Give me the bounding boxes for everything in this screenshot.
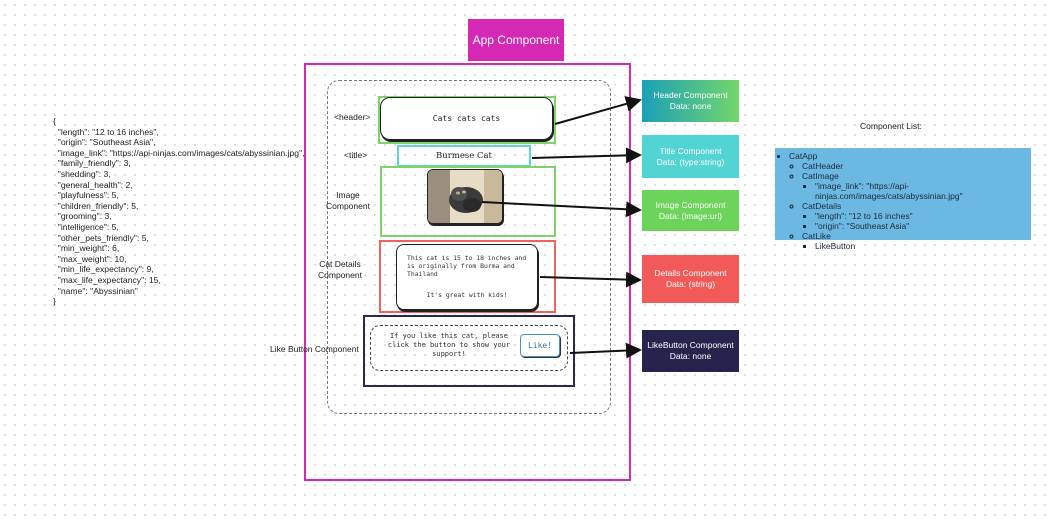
json-line: "children_friendly": 5, [53, 200, 139, 211]
arrow-header [554, 96, 642, 125]
cat-photo-illustration [428, 170, 502, 223]
header-component-name: Header Component [653, 90, 728, 100]
json-line: "grooming": 3, [53, 211, 112, 222]
list-item-origin: "origin": "Southeast Asia" [815, 221, 1031, 231]
title-component-data: Data: (type:string) [656, 156, 725, 167]
json-line: "name": "Abyssinian" [53, 285, 138, 296]
title-component-name: Title Component [659, 145, 722, 156]
header-component-card: Header Component Data: none [642, 80, 739, 122]
like-dashed-area [370, 325, 568, 371]
list-item-likebutton: LikeButton [815, 241, 1031, 251]
details-kids-text: It's great with kids! [426, 291, 508, 299]
json-line: "length": "12 to 16 inches", [53, 126, 159, 137]
likebutton-component-data: Data: none [669, 351, 712, 361]
list-item-length: "length": "12 to 16 inches" [815, 211, 1031, 221]
details-component-name: Details Component [654, 268, 727, 278]
list-item-image-link: "image_link": "https://api-ninjas.com/im… [815, 181, 1031, 201]
json-line: "origin": "Southeast Asia", [53, 137, 156, 148]
arrow-details [539, 271, 642, 288]
image-component-data: Data: (image:url) [658, 210, 723, 221]
details-component-card: Details Component Data: (string) [642, 255, 739, 303]
like-prompt-text: If you like this cat, please click the b… [387, 332, 511, 358]
image-component-label: Image Component [326, 190, 370, 211]
component-list-panel: CatApp CatHeader CatImage "image_link": … [775, 148, 1031, 251]
cat-photo [427, 169, 503, 224]
like-region [363, 315, 575, 387]
image-region [380, 166, 556, 237]
cat-details-component-label: Cat Details Component [318, 259, 362, 280]
json-line: "max_weight": 10, [53, 253, 127, 264]
title-tag-label: <title> [344, 150, 368, 160]
json-line: "intelligence": 5, [53, 221, 119, 232]
arrow-title [531, 147, 642, 164]
json-line: "general_health": 2, [53, 179, 133, 190]
json-line: { [53, 116, 56, 126]
like-button[interactable]: Like! [520, 334, 560, 357]
json-line: "other_pets_friendly": 5, [53, 232, 149, 243]
image-component-name: Image Component [655, 199, 726, 210]
app-component-title: App Component [468, 19, 564, 61]
header-component-data: Data: none [669, 101, 712, 111]
header-mock: Cats cats cats [380, 97, 553, 140]
details-text: This cat is 15 to 18 inches and is origi… [407, 254, 527, 278]
json-line: } [53, 296, 56, 307]
json-line: "min_life_expectancy": 9, [53, 264, 154, 275]
list-item-catheader: CatHeader [802, 161, 1031, 171]
details-mock: This cat is 15 to 18 inches and is origi… [396, 244, 538, 310]
json-sample: { "length": "12 to 16 inches", "origin":… [53, 116, 305, 307]
component-list-title: Component List: [860, 121, 922, 131]
list-item-catlike: CatLike LikeButton [802, 231, 1031, 251]
header-tag-label: <header> [334, 112, 371, 122]
json-line: "image_link": "https://api-ninjas.com/im… [53, 147, 305, 158]
json-line: "max_life_expectancy": 15, [53, 274, 161, 285]
list-item-catimage: CatImage "image_link": "https://api-ninj… [802, 171, 1031, 201]
json-line: "family_friendly": 3, [53, 158, 131, 169]
arrow-like [569, 342, 642, 359]
like-button-component-label: Like Button Component [270, 344, 359, 354]
json-line: "min_weight": 6, [53, 243, 120, 254]
list-item-catdetails: CatDetails "length": "12 to 16 inches" "… [802, 201, 1031, 231]
list-item-catapp: CatApp CatHeader CatImage "image_link": … [789, 151, 1031, 251]
image-component-card: Image Component Data: (image:url) [642, 190, 739, 231]
details-component-data: Data: (string) [665, 279, 716, 289]
json-line: "shedding": 3, [53, 168, 111, 179]
likebutton-component-card: LikeButton Component Data: none [642, 330, 739, 372]
title-component-card: Title Component Data: (type:string) [642, 135, 739, 178]
app-inner-dashed-area [327, 80, 611, 414]
likebutton-component-name: LikeButton Component [647, 340, 734, 350]
json-line: "playfulness": 5, [53, 190, 119, 201]
arrow-image [481, 201, 642, 218]
